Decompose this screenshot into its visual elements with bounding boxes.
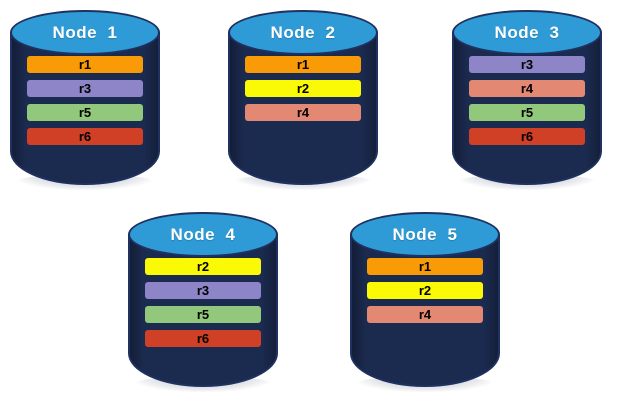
database-node-4[interactable]: Node 4 r2 r3 r5 r6 [128, 212, 278, 392]
replica-label: r6 [78, 129, 92, 144]
replica-bar-r1[interactable]: r1 [27, 56, 143, 73]
cylinder-top-disc: Node 2 [228, 10, 378, 55]
replica-label: r4 [418, 307, 432, 322]
cylinder-top-disc: Node 3 [452, 10, 602, 55]
replica-label: r5 [78, 105, 92, 120]
replica-label: r5 [520, 105, 534, 120]
replica-label: r4 [296, 105, 310, 120]
replica-list: r1 r3 r5 r6 [10, 56, 160, 145]
database-node-1[interactable]: Node 1 r1 r3 r5 r6 [10, 10, 160, 190]
replica-label: r3 [78, 81, 92, 96]
replica-list: r2 r3 r5 r6 [128, 258, 278, 347]
replica-bar-r2[interactable]: r2 [245, 80, 361, 97]
replica-label: r2 [418, 283, 432, 298]
replica-list: r1 r2 r4 [350, 258, 500, 323]
replica-bar-r3[interactable]: r3 [27, 80, 143, 97]
replica-bar-r1[interactable]: r1 [245, 56, 361, 73]
replica-bar-r3[interactable]: r3 [469, 56, 585, 73]
replica-label: r6 [520, 129, 534, 144]
replica-list: r1 r2 r4 [228, 56, 378, 121]
replica-bar-r3[interactable]: r3 [145, 282, 261, 299]
replica-bar-r4[interactable]: r4 [245, 104, 361, 121]
node-label: Node 2 [270, 22, 336, 42]
replica-bar-r2[interactable]: r2 [145, 258, 261, 275]
replica-label: r1 [418, 259, 432, 274]
cylinder-top-disc: Node 4 [128, 212, 278, 257]
node-label: Node 1 [52, 22, 118, 42]
replica-label: r4 [520, 81, 534, 96]
replica-bar-r4[interactable]: r4 [469, 80, 585, 97]
replica-label: r2 [296, 81, 310, 96]
database-node-2[interactable]: Node 2 r1 r2 r4 [228, 10, 378, 190]
replica-bar-r6[interactable]: r6 [469, 128, 585, 145]
node-label: Node 4 [170, 224, 236, 244]
replica-bar-r2[interactable]: r2 [367, 282, 483, 299]
replica-label: r1 [296, 57, 310, 72]
replica-bar-r6[interactable]: r6 [27, 128, 143, 145]
replica-bar-r4[interactable]: r4 [367, 306, 483, 323]
cylinder-top-disc: Node 1 [10, 10, 160, 55]
replica-label: r3 [196, 283, 210, 298]
replica-bar-r5[interactable]: r5 [27, 104, 143, 121]
replica-label: r3 [520, 57, 534, 72]
replica-bar-r5[interactable]: r5 [145, 306, 261, 323]
database-node-5[interactable]: Node 5 r1 r2 r4 [350, 212, 500, 392]
database-node-3[interactable]: Node 3 r3 r4 r5 r6 [452, 10, 602, 190]
replica-bar-r5[interactable]: r5 [469, 104, 585, 121]
replica-bar-r6[interactable]: r6 [145, 330, 261, 347]
replica-bar-r1[interactable]: r1 [367, 258, 483, 275]
replica-label: r5 [196, 307, 210, 322]
cylinder-top-disc: Node 5 [350, 212, 500, 257]
replica-list: r3 r4 r5 r6 [452, 56, 602, 145]
replica-label: r2 [196, 259, 210, 274]
replica-label: r1 [78, 57, 92, 72]
node-label: Node 3 [494, 22, 560, 42]
replica-label: r6 [196, 331, 210, 346]
node-label: Node 5 [392, 224, 458, 244]
